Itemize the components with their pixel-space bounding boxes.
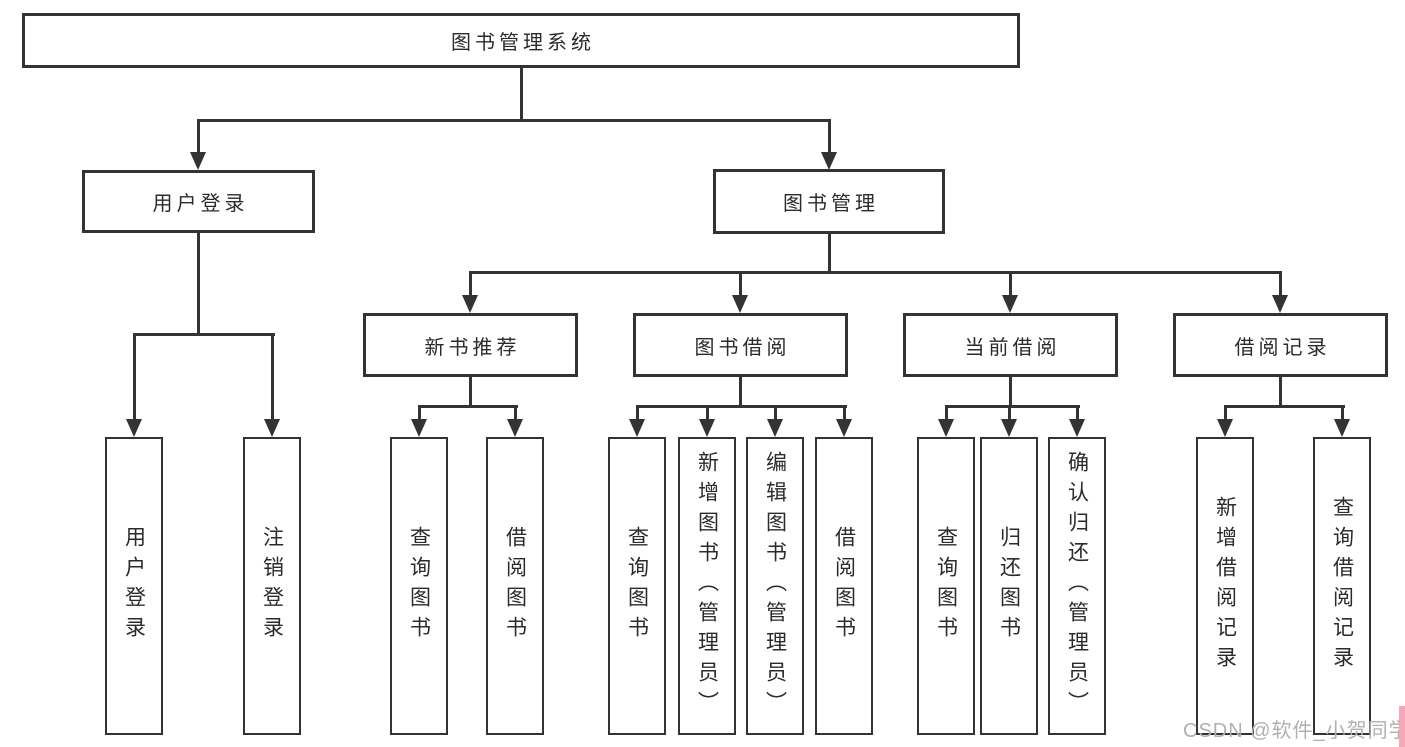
connector-segment bbox=[739, 271, 742, 297]
connector-segment bbox=[706, 405, 709, 421]
connector-segment bbox=[843, 405, 846, 421]
leaf-current-confirm-return-admin: 确认归还（管理员） bbox=[1048, 437, 1106, 735]
node-book-borrow: 图书借阅 bbox=[633, 313, 848, 377]
node-book-management: 图书管理 bbox=[713, 169, 945, 234]
leaf-borrow-edit-book-admin: 编辑图书（管理员） bbox=[746, 437, 804, 735]
connector-segment bbox=[418, 405, 518, 408]
leaf-current-query-book: 查询图书 bbox=[917, 437, 975, 735]
leaf-record-add-borrow-record: 新增借阅记录 bbox=[1196, 437, 1254, 735]
connector-segment bbox=[133, 333, 136, 419]
arrow-down-icon bbox=[1001, 419, 1017, 437]
leaf-borrow-add-book-admin: 新增图书（管理员） bbox=[678, 437, 736, 735]
arrow-down-icon bbox=[190, 152, 206, 170]
connector-segment bbox=[1008, 405, 1011, 421]
connector-segment bbox=[469, 271, 472, 297]
arrow-down-icon bbox=[732, 295, 748, 313]
connector-segment bbox=[739, 377, 742, 408]
connector-segment bbox=[1279, 377, 1282, 408]
node-new-book-recommend: 新书推荐 bbox=[363, 313, 578, 377]
connector-segment bbox=[1224, 405, 1227, 421]
arrow-down-icon bbox=[1272, 295, 1288, 313]
arrow-down-icon bbox=[821, 152, 837, 170]
leaf-borrow-borrow-book: 借阅图书 bbox=[815, 437, 873, 735]
node-borrow-record: 借阅记录 bbox=[1173, 313, 1388, 377]
arrow-down-icon bbox=[699, 419, 715, 437]
connector-segment bbox=[945, 405, 1080, 408]
connector-segment bbox=[828, 119, 831, 152]
arrow-down-icon bbox=[629, 419, 645, 437]
connector-segment bbox=[418, 405, 421, 421]
leaf-user-login: 用户登录 bbox=[105, 437, 163, 735]
connector-segment bbox=[133, 333, 275, 336]
node-current-borrow: 当前借阅 bbox=[903, 313, 1118, 377]
arrow-down-icon bbox=[507, 419, 523, 437]
leaf-current-return-book: 归还图书 bbox=[980, 437, 1038, 735]
leaf-record-query-borrow-record: 查询借阅记录 bbox=[1313, 437, 1371, 735]
connector-segment bbox=[636, 405, 639, 421]
leaf-newbook-borrow-book: 借阅图书 bbox=[486, 437, 544, 735]
connector-segment bbox=[636, 405, 847, 408]
arrow-down-icon bbox=[767, 419, 783, 437]
connector-segment bbox=[1341, 405, 1344, 421]
connector-segment bbox=[197, 119, 831, 122]
connector-segment bbox=[469, 377, 472, 408]
arrow-down-icon bbox=[1002, 295, 1018, 313]
connector-segment bbox=[197, 119, 200, 152]
leaf-newbook-query-book: 查询图书 bbox=[390, 437, 448, 735]
arrow-down-icon bbox=[1069, 419, 1085, 437]
watermark-pink-strip bbox=[1399, 706, 1405, 747]
connector-segment bbox=[469, 271, 1282, 274]
leaf-borrow-query-book: 查询图书 bbox=[608, 437, 666, 735]
connector-segment bbox=[271, 333, 274, 419]
connector-segment bbox=[1009, 377, 1012, 408]
arrow-down-icon bbox=[1217, 419, 1233, 437]
arrow-down-icon bbox=[836, 419, 852, 437]
arrow-down-icon bbox=[411, 419, 427, 437]
connector-segment bbox=[514, 405, 517, 421]
connector-segment bbox=[828, 234, 831, 274]
connector-segment bbox=[1076, 405, 1079, 421]
connector-segment bbox=[1009, 271, 1012, 297]
connector-segment bbox=[1279, 271, 1282, 297]
connector-segment bbox=[197, 233, 200, 336]
connector-segment bbox=[945, 405, 948, 421]
arrow-down-icon bbox=[126, 419, 142, 437]
csdn-watermark: CSDN @软件_小贺同学 bbox=[1183, 720, 1405, 742]
arrow-down-icon bbox=[462, 295, 478, 313]
arrow-down-icon bbox=[1334, 419, 1350, 437]
arrow-down-icon bbox=[938, 419, 954, 437]
connector-segment bbox=[520, 68, 523, 122]
arrow-down-icon bbox=[264, 419, 280, 437]
connector-segment bbox=[1224, 405, 1345, 408]
leaf-logout: 注销登录 bbox=[243, 437, 301, 735]
node-root-library-system: 图书管理系统 bbox=[22, 13, 1020, 68]
node-user-login: 用户登录 bbox=[82, 170, 315, 233]
connector-segment bbox=[774, 405, 777, 421]
